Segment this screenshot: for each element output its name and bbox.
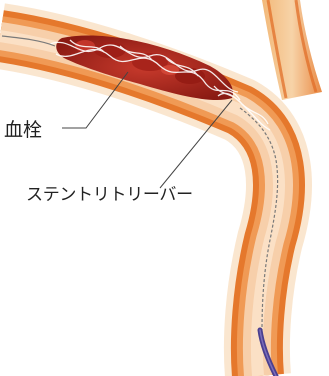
main-vessel <box>0 36 279 376</box>
stent-retriever-label: ステントリトリーバー <box>26 187 193 204</box>
branch-vessel <box>262 0 322 100</box>
thrombus-label: 血栓 <box>4 121 42 140</box>
